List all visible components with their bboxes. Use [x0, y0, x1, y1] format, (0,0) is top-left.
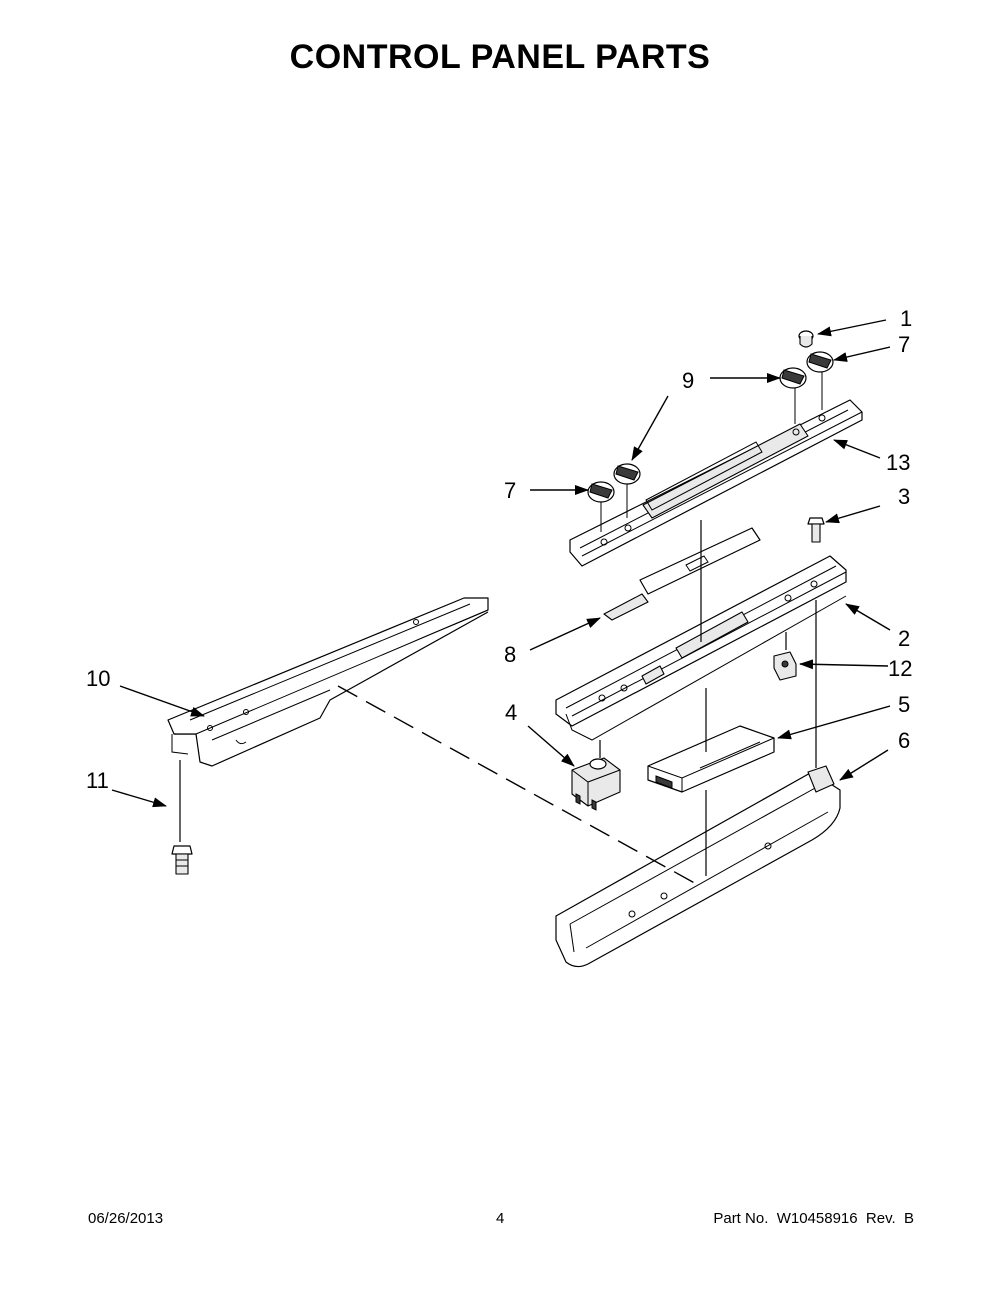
callout-11: 11	[86, 768, 109, 793]
footer-date: 06/26/2013	[88, 1210, 164, 1227]
screw-part-3	[807, 517, 825, 543]
callout-3: 3	[898, 484, 910, 509]
callout-8: 8	[504, 642, 516, 667]
switch-part-12	[773, 651, 797, 681]
assembly-guide-lines	[179, 520, 817, 887]
footer-part-number: Part No. W10458916 Rev. B	[713, 1210, 914, 1227]
overlay-part-8	[603, 527, 761, 621]
callout-7-right: 7	[898, 332, 910, 357]
screw-part-11	[171, 845, 193, 875]
callout-2: 2	[898, 626, 910, 651]
knob-part-9-left	[613, 463, 641, 518]
callout-7-left: 7	[504, 478, 516, 503]
footer-page-number: 4	[496, 1210, 505, 1227]
cap-part-1	[798, 330, 814, 348]
callout-10: 10	[86, 666, 110, 691]
callout-9-right: 9	[682, 368, 694, 393]
knob-part-7-right	[806, 351, 834, 410]
lower-trim-part-6	[555, 765, 841, 968]
callout-4: 4	[505, 700, 517, 725]
knob-part-9-right	[779, 367, 807, 424]
bracket-rail-part-10	[167, 597, 489, 767]
callout-12: 12	[888, 656, 912, 681]
callout-6: 6	[898, 728, 910, 753]
infinite-switch-part-4	[571, 757, 621, 811]
knob-part-7-left	[587, 481, 615, 532]
control-board-part-5	[647, 725, 775, 793]
callout-1: 1	[900, 306, 912, 331]
leader-arrows	[111, 319, 891, 808]
callout-labels: 1 7 9 13 7 3 2 12 8 10 5 4 6 11	[86, 306, 912, 793]
page-title: CONTROL PANEL PARTS	[289, 38, 711, 76]
console-panel-part-13	[569, 399, 863, 567]
callout-13: 13	[886, 450, 910, 475]
callout-5: 5	[898, 692, 910, 717]
